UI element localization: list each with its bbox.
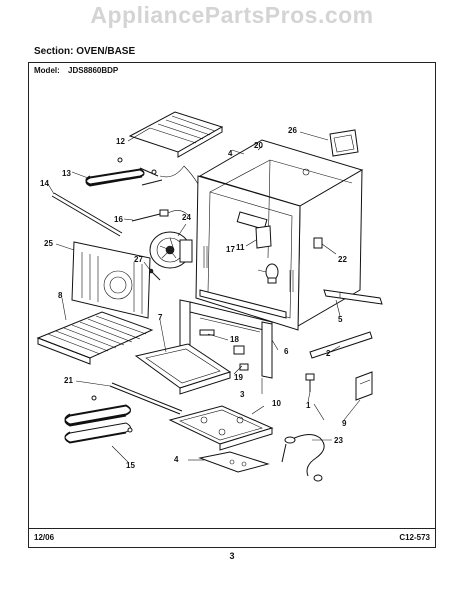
callout-18: 18: [230, 335, 239, 344]
callout-22: 22: [338, 255, 347, 264]
page-number: 3: [229, 551, 235, 561]
callout-4-bottom: 4: [174, 455, 179, 464]
callout-20: 20: [254, 141, 263, 150]
part-13-broil-element: [85, 157, 199, 187]
leader-lines: [47, 127, 361, 463]
callout-17: 17: [226, 245, 235, 254]
footer-date: 12/06: [34, 533, 55, 542]
part-12-element-cover: [128, 111, 224, 158]
part-22-switch: [313, 237, 337, 255]
callout-26: 26: [288, 126, 297, 135]
callout-1: 1: [306, 401, 311, 410]
callout-11: 11: [236, 243, 245, 252]
part-9-bracket: [355, 371, 373, 401]
part-24-convection-fan: [149, 231, 193, 269]
part-6-trim: [199, 289, 287, 319]
callout-25: 25: [44, 239, 53, 248]
part-7-broiler-pan: [134, 343, 232, 395]
oven-cavity: [195, 139, 364, 331]
part-27-screw: [148, 268, 161, 281]
front-frame: [179, 299, 273, 379]
footer-divider: [28, 528, 436, 529]
callout-12: 12: [116, 137, 125, 146]
callout-8: 8: [58, 291, 63, 300]
callout-14: 14: [40, 179, 49, 188]
callout-24: 24: [182, 213, 191, 222]
part-25-fan-cover: [71, 241, 151, 319]
section-title: Section: OVEN/BASE: [34, 46, 136, 57]
callout-19: 19: [234, 373, 243, 382]
callout-6: 6: [284, 347, 289, 356]
callout-27: 27: [134, 255, 143, 264]
callout-23: 23: [334, 436, 343, 445]
part-21-rod: [109, 382, 183, 415]
part-23-probe: [281, 434, 325, 482]
callout-2: 2: [326, 349, 331, 358]
footer-page-code: C12-573: [399, 533, 430, 542]
callout-9: 9: [342, 419, 347, 428]
callout-4-top: 4: [228, 149, 233, 158]
callout-numbers: 1 2 3 4 4 5 6 7 8 9 10 11 12 13 14 15 16…: [40, 126, 347, 470]
part-16-oven-sensor: [131, 209, 189, 222]
part-2-side-rail: [309, 331, 373, 359]
part-8-oven-rack: [36, 311, 154, 365]
part-10-oven-bottom: [168, 405, 274, 451]
callout-21: 21: [64, 376, 73, 385]
part-5-rail: [323, 289, 383, 305]
watermark: AppliancePartsPros.com: [90, 2, 374, 28]
callout-3: 3: [240, 390, 245, 399]
callout-10: 10: [272, 399, 281, 408]
model-label: Model:: [34, 66, 60, 75]
callout-15: 15: [126, 461, 135, 470]
callout-5: 5: [338, 315, 343, 324]
callout-16: 16: [114, 215, 123, 224]
model-number: JDS8860BDP: [68, 66, 119, 75]
part-14-trim-strip: [51, 192, 123, 237]
part-26-light-cover: [329, 129, 359, 157]
part-17-light-assembly: [255, 225, 272, 249]
callout-7: 7: [158, 313, 163, 322]
part-15-bake-element: [64, 395, 133, 444]
callout-13: 13: [62, 169, 71, 178]
part-4-bottom-bracket: [198, 451, 270, 473]
part-11-lamp: [257, 263, 279, 284]
part-1-leveling-leg: [305, 373, 315, 392]
diagram-frame: [28, 62, 436, 548]
